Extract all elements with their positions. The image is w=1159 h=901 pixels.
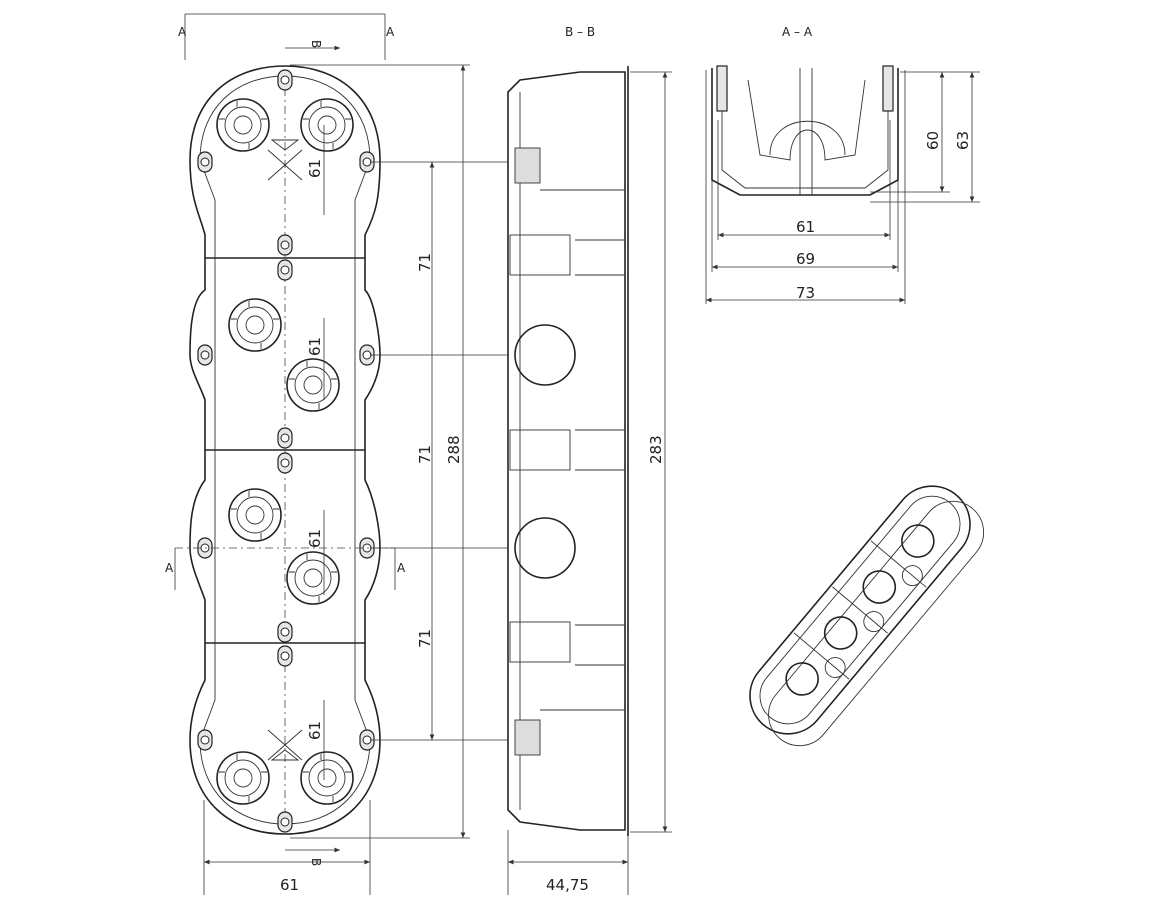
inner-width-label: 61 [796,218,815,236]
depth-inner-label: 60 [924,131,942,150]
pitch-dim-label: 61 [306,721,324,740]
width-dim-label: 61 [280,876,299,894]
pitch-dim-label: 61 [306,159,324,178]
spacing-dim-label: 71 [416,629,434,648]
pitch-dim-label: 61 [306,529,324,548]
front-view: A A B A A B [165,13,495,895]
isometric-view [749,485,985,747]
spacing-dim-label: 71 [416,253,434,272]
depth-outer-label: 63 [954,131,972,150]
section-label: A [397,561,406,575]
pitch-dim-label: 61 [306,337,324,356]
side-height-label: 283 [647,435,665,464]
section-label: A [178,25,187,39]
total-height-label: 288 [445,435,463,464]
view-title: B – B [565,25,595,39]
spacing-dim-label: 71 [416,445,434,464]
section-label: B [309,40,323,48]
section-label: A [165,561,174,575]
mid-width-label: 69 [796,250,815,268]
section-label: A [386,25,395,39]
section-aa: A – A 60 63 61 69 73 [705,25,980,304]
outer-width-label: 73 [796,284,815,302]
depth-dim-label: 44,75 [546,876,589,894]
side-view-bb: B – B 283 44,75 [495,25,672,895]
view-title: A – A [782,25,813,39]
